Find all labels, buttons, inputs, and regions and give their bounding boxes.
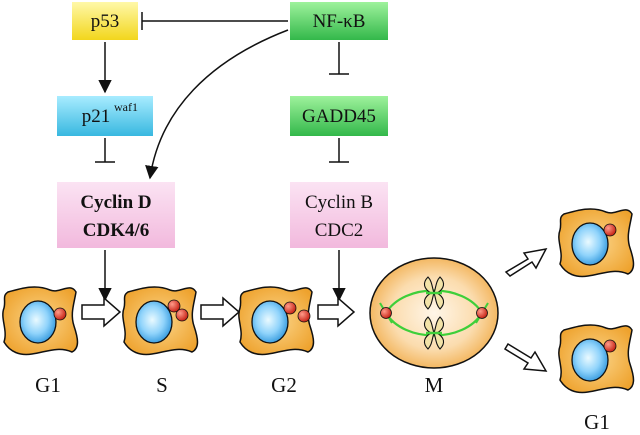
cell-m (369, 257, 499, 369)
s-to-g2-arrow (200, 296, 241, 328)
g2-to-m-arrow (317, 296, 356, 328)
phase-label-g2: G2 (271, 373, 297, 397)
nfkb-box: NF-κB (290, 2, 388, 40)
p53-label: p53 (91, 11, 120, 32)
gadd45-label: GADD45 (302, 106, 376, 127)
nucleus-icon (19, 300, 57, 344)
nfkb-label: NF-κB (313, 11, 366, 32)
cyclin-d-label: Cyclin D (80, 192, 151, 213)
chromosome-bottom-icon (423, 316, 445, 350)
centrosome-icon (167, 299, 181, 313)
cyclin-b-label: Cyclin B (305, 192, 373, 213)
cell-g2 (238, 286, 315, 356)
centrosome-icon (175, 308, 189, 322)
centrosome-icon (297, 309, 311, 323)
nfkb-inhibits-p53-line (141, 12, 288, 30)
phase-label-s: S (156, 373, 168, 397)
cell-g1 (2, 286, 79, 356)
phase-label-g1-daughter: G1 (584, 410, 610, 434)
centrosome-icon (283, 301, 297, 315)
centrosome-icon (53, 307, 67, 321)
cyclin-d-box: Cyclin D CDK4/6 (57, 182, 175, 248)
phase-label-m: M (425, 373, 444, 397)
centrosome-icon (603, 339, 617, 353)
m-to-daughter-top-arrow (504, 247, 548, 277)
centrosome-icon (603, 223, 617, 237)
p21-box: p21 waf1 (57, 96, 153, 136)
m-to-daughter-bottom-arrow (503, 342, 548, 372)
chromosome-top-icon (423, 276, 445, 310)
daughter-cell-top (558, 208, 635, 278)
cyclin-b-box: Cyclin B CDC2 (290, 182, 388, 248)
centrosome-icon (380, 307, 392, 319)
centrosome-icon (476, 307, 488, 319)
p21-superscript: waf1 (114, 100, 138, 114)
cdc2-label: CDC2 (315, 220, 364, 241)
nucleus-icon (251, 300, 289, 344)
p21-label: p21 (82, 106, 111, 127)
gadd45-box: GADD45 (290, 96, 388, 136)
gadd45-inhibits-cyclin-b-line (329, 138, 349, 163)
cell-s (122, 286, 199, 356)
nucleus-icon (135, 300, 173, 344)
p21-inhibits-cyclin-d-line (95, 138, 115, 163)
nfkb-activates-cyclin-d-arrow (145, 29, 289, 180)
nucleus-icon (571, 222, 609, 266)
cdk46-label: CDK4/6 (83, 220, 150, 241)
nucleus-icon (571, 338, 609, 382)
nfkb-inhibits-gadd45-line (329, 42, 349, 75)
g1-to-s-arrow (81, 296, 122, 328)
p53-box: p53 (72, 2, 138, 40)
daughter-cell-bottom (558, 324, 635, 394)
phase-label-g1: G1 (35, 373, 61, 397)
